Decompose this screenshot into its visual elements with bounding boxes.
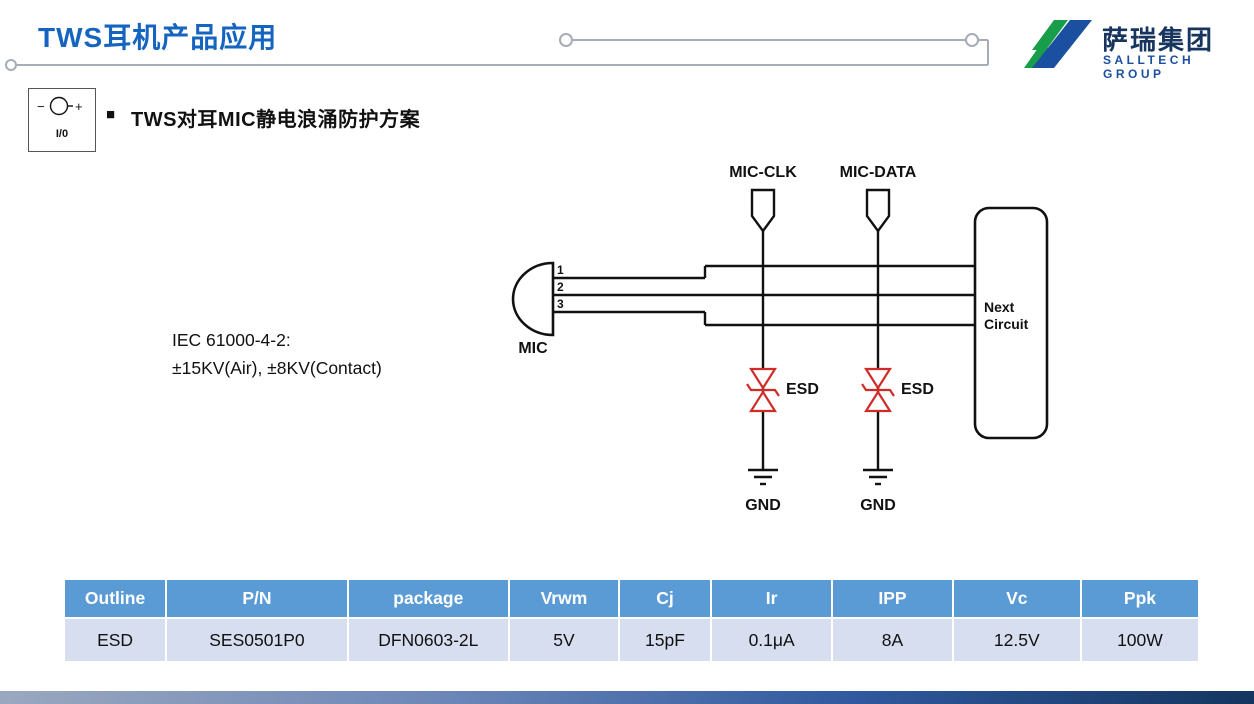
io-protection-icon: − + I/0 — [28, 88, 96, 152]
signal-label-mic-data: MIC-DATA — [839, 164, 917, 181]
salltech-logo-icon — [1024, 20, 1092, 68]
ground-icon — [748, 468, 778, 486]
mic-data-pin-icon — [865, 188, 891, 234]
pin-number-3: 3 — [557, 297, 564, 311]
esd-diode-icon — [861, 367, 895, 413]
table-header-row: Outline P/N package Vrwm Cj Ir IPP Vc Pp… — [62, 578, 1201, 619]
icon-plus-sign: + — [75, 99, 83, 114]
esd-label-2: ESD — [901, 381, 934, 398]
standard-line1: IEC 61000-4-2: — [172, 330, 291, 350]
next-circuit-line2: Circuit — [984, 316, 1029, 332]
trace-via-icon — [5, 59, 17, 71]
icon-circle — [49, 96, 69, 116]
standard-line2: ±15KV(Air), ±8KV(Contact) — [172, 358, 382, 378]
col-header-ipp: IPP — [831, 578, 954, 619]
logo-name: 萨瑞集团 — [1102, 25, 1215, 55]
section-heading: TWS对耳MIC静电浪涌防护方案 — [131, 109, 421, 131]
mic-label: MIC — [518, 340, 548, 357]
col-header-vc: Vc — [951, 578, 1082, 619]
section-bullet: ■ — [106, 106, 116, 123]
mic-symbol — [511, 261, 555, 337]
trace-via-icon — [559, 33, 573, 47]
next-circuit-line1: Next — [984, 299, 1015, 315]
col-header-vrwm: Vrwm — [507, 578, 620, 619]
page-title: TWS耳机产品应用 — [38, 22, 278, 53]
cell-ir: 0.1μA — [709, 617, 834, 663]
icon-io-label: I/0 — [56, 128, 68, 140]
col-header-ppk: Ppk — [1079, 578, 1201, 619]
trace-via-icon — [965, 33, 979, 47]
cell-cj: 15pF — [617, 617, 712, 663]
cell-vc: 12.5V — [951, 617, 1082, 663]
col-header-cj: Cj — [617, 578, 712, 619]
cell-package: DFN0603-2L — [346, 617, 510, 663]
next-circuit-block — [973, 206, 1049, 440]
pin-number-2: 2 — [557, 280, 564, 294]
col-header-pn: P/N — [165, 578, 349, 619]
pin-number-1: 1 — [557, 263, 564, 277]
icon-minus-sign: − — [37, 99, 45, 114]
circuit-wires — [553, 231, 975, 470]
gnd-label-1: GND — [745, 497, 781, 514]
esd-label-1: ESD — [786, 381, 819, 398]
logo-subtitle: SALLTECH GROUP — [1103, 53, 1195, 81]
header-trace-lines — [5, 33, 989, 71]
esd-diode-icon — [746, 367, 780, 413]
spec-table: Outline P/N package Vrwm Cj Ir IPP Vc Pp… — [62, 578, 1201, 663]
table-row: ESD SES0501P0 DFN0603-2L 5V 15pF 0.1μA 8… — [62, 617, 1201, 663]
next-circuit-label: Next Circuit — [984, 299, 1028, 333]
footer-gradient-bar — [0, 691, 1254, 704]
gnd-label-2: GND — [860, 497, 896, 514]
col-header-outline: Outline — [62, 578, 168, 619]
col-header-ir: Ir — [709, 578, 834, 619]
signal-label-mic-clk: MIC-CLK — [729, 164, 797, 181]
cell-vrwm: 5V — [507, 617, 620, 663]
cell-outline: ESD — [62, 617, 168, 663]
cell-ppk: 100W — [1079, 617, 1201, 663]
col-header-package: package — [346, 578, 510, 619]
esd-standard-text: IEC 61000-4-2: ±15KV(Air), ±8KV(Contact) — [172, 326, 382, 382]
mic-clk-pin-icon — [750, 188, 776, 234]
cell-ipp: 8A — [831, 617, 954, 663]
ground-icon — [863, 468, 893, 486]
cell-pn: SES0501P0 — [165, 617, 349, 663]
